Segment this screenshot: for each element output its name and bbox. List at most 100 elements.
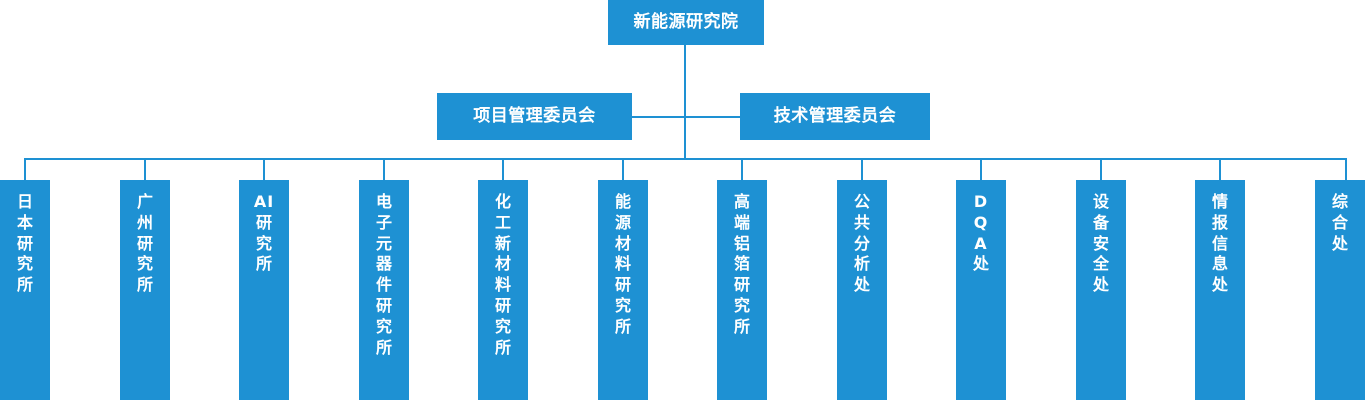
node-department-label-glyph: 日 bbox=[16, 192, 33, 211]
node-department-label-glyph: 高 bbox=[733, 192, 750, 211]
node-department[interactable]: 综合处 bbox=[1315, 180, 1365, 400]
node-department[interactable]: 情报信息处 bbox=[1195, 180, 1245, 400]
node-department-label-glyph: 所 bbox=[136, 275, 153, 295]
node-department-label-glyph: 处 bbox=[853, 275, 870, 295]
node-department-label-glyph: 处 bbox=[972, 254, 989, 274]
node-department-label-glyph: 子 bbox=[375, 212, 392, 232]
node-department-label-glyph: 箔 bbox=[733, 254, 750, 274]
node-department[interactable]: 化工新材料研究所 bbox=[478, 180, 528, 400]
node-department[interactable]: 广州研究所 bbox=[120, 180, 170, 400]
node-department-label-glyph: 化 bbox=[494, 192, 511, 211]
node-department-label-glyph: 所 bbox=[494, 337, 511, 357]
node-department-label: 情报信息处 bbox=[1212, 192, 1228, 296]
node-department-label-glyph: 材 bbox=[614, 233, 631, 253]
node-department-label-glyph: 研 bbox=[614, 275, 631, 295]
node-department-label-glyph: 备 bbox=[1092, 212, 1109, 232]
node-department-label-glyph: 设 bbox=[1092, 192, 1109, 211]
node-department-label-glyph: 料 bbox=[614, 254, 631, 274]
node-department-label-glyph: 所 bbox=[16, 275, 33, 295]
node-department-label-glyph: 究 bbox=[733, 295, 750, 315]
node-department-label-glyph: 研 bbox=[136, 233, 153, 253]
node-department-label-glyph: 源 bbox=[614, 212, 631, 232]
node-department-label-glyph: AI bbox=[253, 192, 275, 211]
node-department-label-glyph: 究 bbox=[136, 254, 153, 274]
node-department[interactable]: 设备安全处 bbox=[1076, 180, 1126, 400]
node-department-label: 广州研究所 bbox=[137, 192, 153, 296]
node-department-label-glyph: 合 bbox=[1331, 212, 1348, 232]
node-department-label-glyph: 工 bbox=[494, 212, 511, 232]
node-department-label-glyph: 新 bbox=[494, 233, 511, 253]
connector-department-bus bbox=[24, 158, 1346, 160]
node-department-label: 高端铝箔研究所 bbox=[734, 192, 750, 338]
node-department-label-glyph: 研 bbox=[255, 212, 272, 232]
node-department-label-glyph: 公 bbox=[853, 192, 870, 211]
node-department-label-glyph: 所 bbox=[375, 337, 392, 357]
node-committee-label: 项目管理委员会 bbox=[473, 106, 596, 126]
node-department-label-glyph: 研 bbox=[16, 233, 33, 253]
node-department-label-glyph: 报 bbox=[1211, 212, 1228, 232]
node-department-label: 日本研究所 bbox=[17, 192, 33, 296]
node-department-label-glyph: 广 bbox=[136, 192, 153, 211]
node-department-label: 设备安全处 bbox=[1093, 192, 1109, 296]
node-department-label-glyph: 所 bbox=[614, 316, 631, 336]
connector-drop-dept-8 bbox=[980, 158, 982, 180]
node-department-label-glyph: D bbox=[973, 192, 989, 211]
connector-drop-dept-4 bbox=[502, 158, 504, 180]
node-department-label-glyph: 器 bbox=[375, 254, 392, 274]
node-department-label-glyph: 能 bbox=[614, 192, 631, 211]
node-department-label-glyph: 情 bbox=[1211, 192, 1228, 211]
node-department-label-glyph: 安 bbox=[1092, 233, 1109, 253]
node-department-label-glyph: 究 bbox=[614, 295, 631, 315]
node-department[interactable]: 公共分析处 bbox=[837, 180, 887, 400]
node-department[interactable]: 电子元器件研究所 bbox=[359, 180, 409, 400]
node-department[interactable]: 高端铝箔研究所 bbox=[717, 180, 767, 400]
node-department-label-glyph: 元 bbox=[375, 233, 392, 253]
node-department-label-glyph: 铝 bbox=[733, 233, 750, 253]
node-department-label-glyph: 共 bbox=[853, 212, 870, 232]
connector-drop-dept-2 bbox=[263, 158, 265, 180]
node-department[interactable]: 能源材料研究所 bbox=[598, 180, 648, 400]
node-department-label: 能源材料研究所 bbox=[615, 192, 631, 338]
node-department-label-glyph: 处 bbox=[1092, 275, 1109, 295]
node-root-label: 新能源研究院 bbox=[633, 12, 739, 32]
node-department-label-glyph: 研 bbox=[494, 295, 511, 315]
node-department-label-glyph: 所 bbox=[255, 254, 272, 274]
node-committee-technical-management[interactable]: 技术管理委员会 bbox=[740, 93, 930, 140]
node-department-label-glyph: Q bbox=[973, 212, 989, 232]
node-department-label-glyph: 端 bbox=[733, 212, 750, 232]
node-department-label: 化工新材料研究所 bbox=[495, 192, 511, 358]
node-department-label-glyph: 料 bbox=[494, 275, 511, 295]
node-department-label-glyph: 材 bbox=[494, 254, 511, 274]
connector-drop-dept-3 bbox=[383, 158, 385, 180]
node-department-label-glyph: 研 bbox=[733, 275, 750, 295]
node-department-label-glyph: 电 bbox=[375, 192, 392, 211]
node-department-label-glyph: 处 bbox=[1211, 275, 1228, 295]
connector-root-to-bus bbox=[684, 116, 686, 160]
node-department[interactable]: 日本研究所 bbox=[0, 180, 50, 400]
node-department-label: 电子元器件研究所 bbox=[376, 192, 392, 358]
connector-drop-dept-11 bbox=[1345, 158, 1347, 180]
node-department-label-glyph: 本 bbox=[16, 212, 33, 232]
node-department-label-glyph: 息 bbox=[1211, 254, 1228, 274]
connector-drop-dept-7 bbox=[861, 158, 863, 180]
node-department-label-glyph: 分 bbox=[853, 233, 870, 253]
node-committee-project-management[interactable]: 项目管理委员会 bbox=[437, 93, 632, 140]
node-department-label-glyph: 究 bbox=[375, 316, 392, 336]
node-department-label-glyph: 所 bbox=[733, 316, 750, 336]
node-department-label-glyph: 究 bbox=[255, 233, 272, 253]
node-department-label-glyph: 析 bbox=[853, 254, 870, 274]
connector-drop-dept-5 bbox=[622, 158, 624, 180]
connector-drop-dept-1 bbox=[144, 158, 146, 180]
node-department-label: 综合处 bbox=[1332, 192, 1348, 254]
node-department-label-glyph: 件 bbox=[375, 275, 392, 295]
node-department-label-glyph: 州 bbox=[136, 212, 153, 232]
node-department-label-glyph: 处 bbox=[1331, 233, 1348, 253]
node-root[interactable]: 新能源研究院 bbox=[608, 0, 764, 45]
node-department-label-glyph: 全 bbox=[1092, 254, 1109, 274]
node-department-label-glyph: 信 bbox=[1211, 233, 1228, 253]
